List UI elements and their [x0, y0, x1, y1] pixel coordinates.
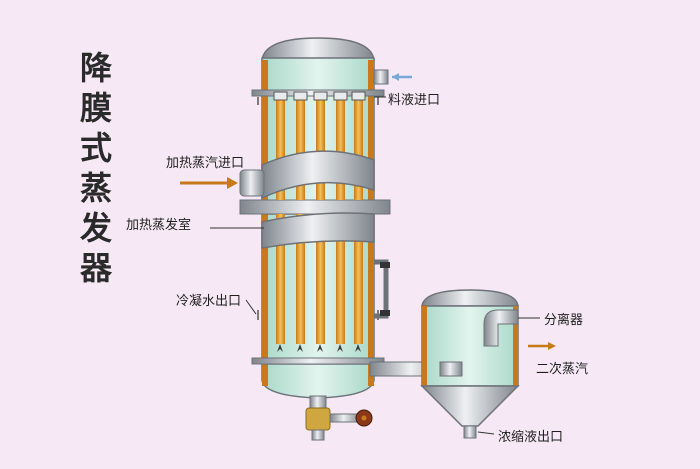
separator-vessel: [420, 289, 556, 439]
lower-flange: [251, 357, 385, 365]
tube: [296, 214, 305, 344]
separator-cone: [420, 385, 520, 427]
title-char: 式: [79, 129, 112, 167]
title-char: 降: [79, 49, 112, 87]
title-char: 发: [79, 209, 112, 247]
shell-cutaway: [261, 150, 375, 249]
bottom-valve: [305, 395, 373, 441]
secondary-steam-arrowhead-icon: [548, 342, 556, 350]
title-char: 器: [79, 249, 112, 287]
concentrate-outlet-label: 浓缩液出口: [498, 430, 564, 445]
tube: [354, 214, 363, 344]
tube: [336, 96, 345, 200]
separator-inner-pipe: [483, 309, 519, 347]
tube: [354, 96, 363, 200]
feed-inlet-pipe: [373, 69, 412, 85]
sight-glass: [374, 259, 390, 319]
top-dome: [261, 37, 375, 61]
tube: [296, 96, 305, 200]
title-char: 蒸: [79, 169, 112, 207]
heating-tubes: [273, 91, 366, 344]
liquid-drips: [277, 344, 361, 352]
top-head: [261, 57, 375, 95]
tube: [316, 96, 325, 200]
feed-inlet-label: 料液进口: [388, 93, 441, 108]
separator-label: 分离器: [544, 313, 584, 328]
secondary-steam-label: 二次蒸汽: [536, 362, 589, 377]
bottom-head: [261, 363, 375, 399]
diagram-title: 降 膜 式 蒸 发 器: [74, 50, 118, 286]
middle-flange: [239, 199, 391, 215]
title-char: 膜: [79, 89, 112, 127]
feed-arrowhead-icon: [392, 73, 399, 81]
condensate-outlet-label: 冷凝水出口: [176, 294, 242, 309]
tube: [316, 214, 325, 344]
tube: [336, 214, 345, 344]
heating-steam-inlet-label: 加热蒸汽进口: [166, 156, 245, 171]
tube: [276, 214, 285, 344]
leader-lines: [210, 96, 540, 435]
separator-dome: [421, 289, 519, 307]
heating-chamber-label: 加热蒸发室: [126, 218, 192, 233]
steam-inlet-pipe: [180, 169, 265, 197]
steam-arrowhead-icon: [227, 177, 238, 189]
tube: [276, 96, 285, 200]
